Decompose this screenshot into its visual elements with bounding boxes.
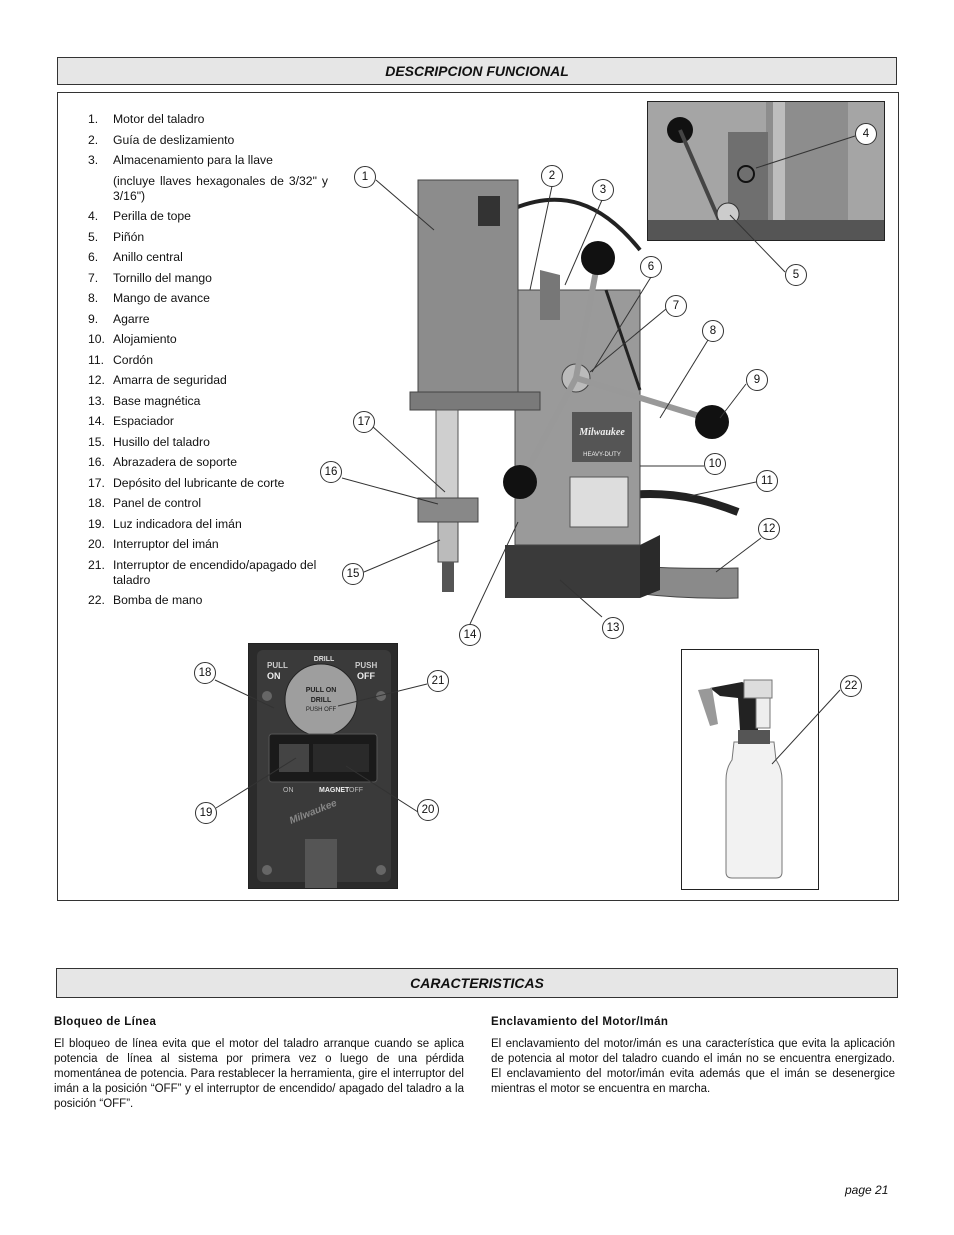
mag-on-label: ON xyxy=(283,787,294,794)
on-label: ON xyxy=(267,671,281,681)
push-label: PUSH xyxy=(355,661,377,670)
list-item: 12.Amarra de seguridad xyxy=(88,373,227,387)
list-item: 18.Panel de control xyxy=(88,496,202,510)
callout-10: 10 xyxy=(704,453,726,475)
off-label: OFF xyxy=(357,671,375,681)
list-item: 4.Perilla de tope xyxy=(88,209,191,223)
callout-13: 13 xyxy=(602,617,624,639)
callout-5: 5 xyxy=(785,264,807,286)
list-item: 22.Bomba de mano xyxy=(88,593,203,607)
page-number: page 21 xyxy=(845,1183,889,1197)
list-item: 10.Alojamiento xyxy=(88,332,177,346)
callout-2: 2 xyxy=(541,165,563,187)
callout-12: 12 xyxy=(758,518,780,540)
callout-7: 7 xyxy=(665,295,687,317)
section-header-descripcion: DESCRIPCION FUNCIONAL xyxy=(57,57,897,85)
feature-text: El bloqueo de línea evita que el motor d… xyxy=(54,1038,464,1110)
callout-20: 20 xyxy=(417,799,439,821)
callout-17: 17 xyxy=(353,411,375,433)
list-item: 1.Motor del taladro xyxy=(88,112,205,126)
mag-off-label: OFF xyxy=(349,787,363,794)
section-title: CARACTERISTICAS xyxy=(410,975,544,991)
button-line1: PULL ON xyxy=(306,687,337,694)
callout-19: 19 xyxy=(195,802,217,824)
feature-text: El enclavamiento del motor/imán es una c… xyxy=(491,1038,895,1095)
list-item: (incluye llaves hexagonales de 3/32" y 3… xyxy=(113,173,328,203)
list-item: 3.Almacenamiento para la llave xyxy=(88,153,273,167)
magnet-label: MAGNET xyxy=(319,787,350,794)
callout-9: 9 xyxy=(746,369,768,391)
callout-3: 3 xyxy=(592,179,614,201)
list-item: 8.Mango de avance xyxy=(88,291,210,305)
callout-8: 8 xyxy=(702,320,724,342)
button-line3: PUSH OFF xyxy=(306,707,337,713)
feature-heading: Bloqueo de Línea xyxy=(54,1016,157,1028)
callout-11: 11 xyxy=(756,470,778,492)
pull-label: PULL xyxy=(267,661,288,670)
callout-6: 6 xyxy=(640,256,662,278)
parts-list: 1.Motor del taladro 2.Guía de deslizamie… xyxy=(88,112,328,614)
figure-frame xyxy=(57,92,899,901)
callout-15: 15 xyxy=(342,563,364,585)
feature-line-lock: Bloqueo de Línea El bloqueo de línea evi… xyxy=(54,1015,464,1112)
list-item: 19.Luz indicadora del imán xyxy=(88,516,242,531)
inset-photo-pinion xyxy=(647,101,885,241)
list-item: 2.Guía de deslizamiento xyxy=(88,132,235,147)
list-item: 5.Piñón xyxy=(88,229,145,244)
list-item: 9.Agarre xyxy=(88,311,150,326)
callout-22: 22 xyxy=(840,675,862,697)
list-item: 7.Tornillo del mango xyxy=(88,270,212,285)
list-item: 14.Espaciador xyxy=(88,414,174,428)
list-item: 20.Interruptor del imán xyxy=(88,537,219,551)
button-line2: DRILL xyxy=(311,697,332,704)
list-item: 21.Interruptor de encendido/apagado del … xyxy=(88,557,317,587)
callout-4: 4 xyxy=(855,123,877,145)
drill-label: DRILL xyxy=(314,656,335,663)
callout-21: 21 xyxy=(427,670,449,692)
callout-18: 18 xyxy=(194,662,216,684)
control-panel-photo: PULL ON DRILL PUSH OFF PULL ON DRILL PUS… xyxy=(248,643,398,889)
list-item: 16.Abrazadera de soporte xyxy=(88,455,237,469)
feature-interlock: Enclavamiento del Motor/Imán El enclavam… xyxy=(491,1015,895,1097)
list-item: 11.Cordón xyxy=(88,352,153,367)
section-header-caracteristicas: CARACTERISTICAS xyxy=(56,968,898,998)
feature-heading: Enclavamiento del Motor/Imán xyxy=(491,1016,669,1028)
list-item: 6.Anillo central xyxy=(88,250,183,264)
spray-bottle-photo xyxy=(681,649,819,890)
list-item: 15.Husillo del taladro xyxy=(88,434,210,449)
callout-16: 16 xyxy=(320,461,342,483)
callout-1: 1 xyxy=(354,166,376,188)
callout-14: 14 xyxy=(459,624,481,646)
section-title: DESCRIPCION FUNCIONAL xyxy=(385,63,569,79)
list-item: 13.Base magnética xyxy=(88,393,201,408)
list-item: 17.Depósito del lubricante de corte xyxy=(88,475,285,490)
